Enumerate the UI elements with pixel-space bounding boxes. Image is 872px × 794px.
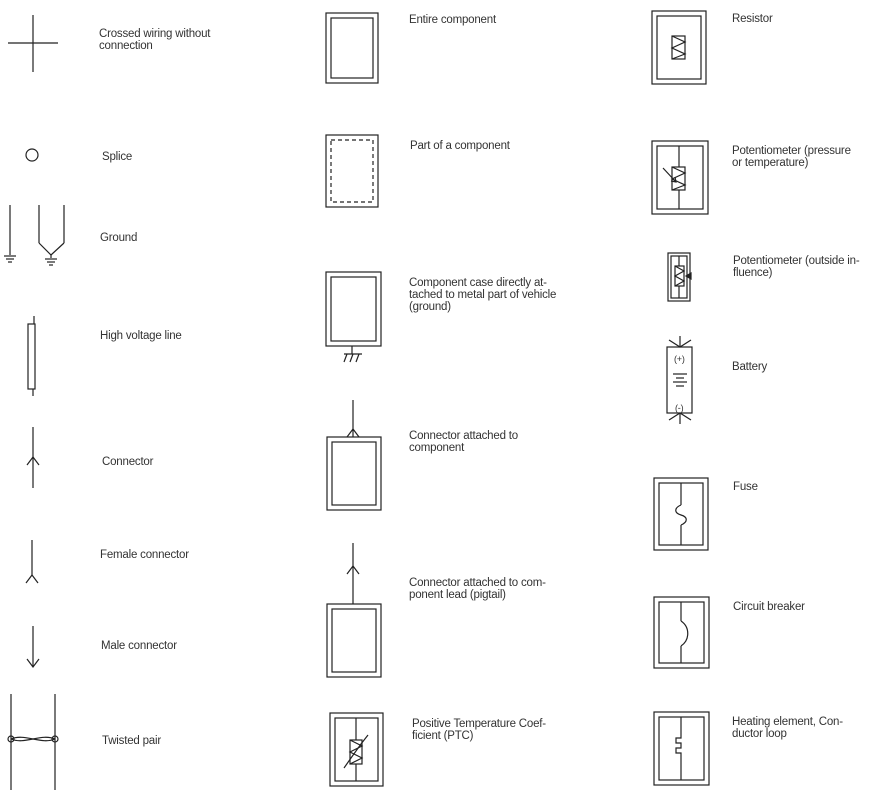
potentiometer-outside-symbol	[667, 252, 692, 302]
male-connector-label: Male connector	[101, 640, 177, 652]
case-ground-label: Component case directly at-tached to met…	[409, 277, 557, 313]
female-connector-symbol	[25, 540, 39, 584]
entire-component-label: Entire component	[409, 14, 496, 26]
high-voltage-line-symbol	[27, 316, 36, 396]
connector-pigtail-label: Connector attached to com-ponent lead (p…	[409, 577, 546, 601]
connector-attached-symbol	[326, 400, 382, 511]
potentiometer-outside-label: Potentiometer (outside in-fluence)	[733, 255, 860, 279]
part-of-component-label: Part of a component	[410, 140, 510, 152]
ptc-label: Positive Temperature Coef-ficient (PTC)	[412, 718, 546, 742]
splice-label: Splice	[102, 151, 133, 163]
twisted-pair-label: Twisted pair	[102, 735, 161, 747]
heating-element-label: Heating element, Con-ductor loop	[732, 716, 843, 740]
crossed-wiring-symbol	[8, 15, 58, 72]
connector-symbol	[26, 427, 40, 488]
ground-symbol	[4, 205, 65, 266]
resistor-label: Resistor	[732, 13, 773, 25]
entire-component-symbol	[325, 12, 379, 84]
fuse-label: Fuse	[733, 481, 758, 493]
heating-element-symbol	[653, 711, 710, 786]
high-voltage-line-label: High voltage line	[100, 330, 182, 342]
splice-symbol	[25, 148, 39, 162]
battery-minus-sign: (-)	[675, 403, 684, 413]
battery-label: Battery	[732, 361, 768, 373]
potentiometer-pressure-symbol	[651, 140, 709, 215]
ptc-symbol	[329, 712, 384, 787]
battery-symbol	[666, 336, 693, 424]
case-ground-symbol	[325, 271, 382, 363]
female-connector-label: Female connector	[100, 549, 189, 561]
circuit-breaker-symbol	[653, 596, 710, 669]
part-of-component-symbol	[325, 134, 379, 208]
connector-label: Connector	[102, 456, 154, 468]
fuse-symbol	[653, 477, 709, 551]
ground-label: Ground	[100, 232, 138, 244]
male-connector-symbol	[26, 626, 40, 668]
resistor-symbol	[651, 10, 707, 85]
circuit-breaker-label: Circuit breaker	[733, 601, 805, 613]
battery-plus-sign: (+)	[674, 354, 685, 364]
twisted-pair-symbol	[7, 694, 59, 790]
connector-pigtail-symbol	[326, 543, 382, 678]
